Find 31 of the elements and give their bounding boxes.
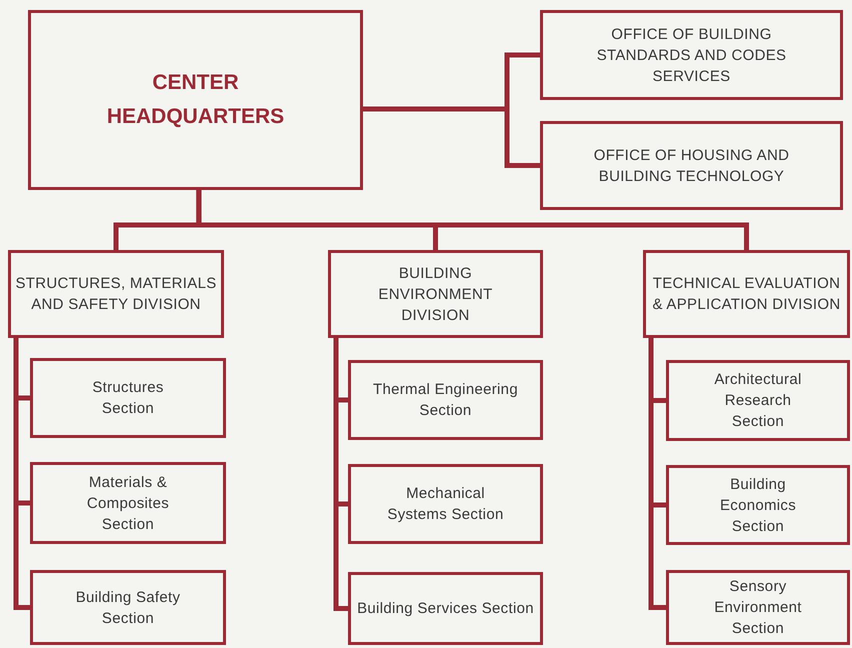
org-box: [540, 10, 843, 100]
unit-name: Thermal Engineering Section: [372, 380, 519, 421]
unit-name: Sensory Environment Section: [713, 577, 803, 639]
org-box: [643, 250, 850, 338]
org-box: [30, 358, 226, 438]
unit-name: Building Economics Section: [718, 474, 798, 536]
org-box: [30, 462, 226, 544]
unit-name: Building Safety Section: [74, 588, 182, 628]
org-box: [348, 572, 543, 645]
org-box: [348, 464, 543, 544]
org-box: [30, 570, 226, 645]
unit-name: Materials & Composites Section: [86, 472, 170, 534]
unit-name: Structures Section: [91, 378, 165, 419]
unit-name: Architectural Research Section: [713, 370, 803, 432]
headquarters-title: CENTER HEADQUARTERS: [106, 70, 286, 130]
unit-name: Mechanical Systems Section: [386, 484, 505, 525]
connector-line: [196, 190, 749, 250]
org-box: [540, 121, 843, 210]
unit-name: BUILDING ENVIRONMENT DIVISION: [377, 264, 494, 326]
org-box: [666, 360, 850, 441]
unit-name: TECHNICAL EVALUATION & APPLICATION DIVISION: [651, 274, 842, 315]
org-box: [666, 465, 850, 545]
unit-name: OFFICE OF BUILDING STANDARDS AND CODES SERVICES: [596, 24, 788, 86]
org-box: [8, 250, 224, 338]
org-box: [328, 250, 543, 338]
org-box: [666, 570, 850, 645]
org-box: [348, 360, 543, 440]
unit-name: STRUCTURES, MATERIALS AND SAFETY DIVISION: [14, 274, 218, 315]
headquarters-box: [28, 10, 363, 190]
unit-name: Building Services Section: [357, 599, 534, 619]
unit-name: OFFICE OF HOUSING AND BUILDING TECHNOLOGY: [592, 146, 790, 186]
